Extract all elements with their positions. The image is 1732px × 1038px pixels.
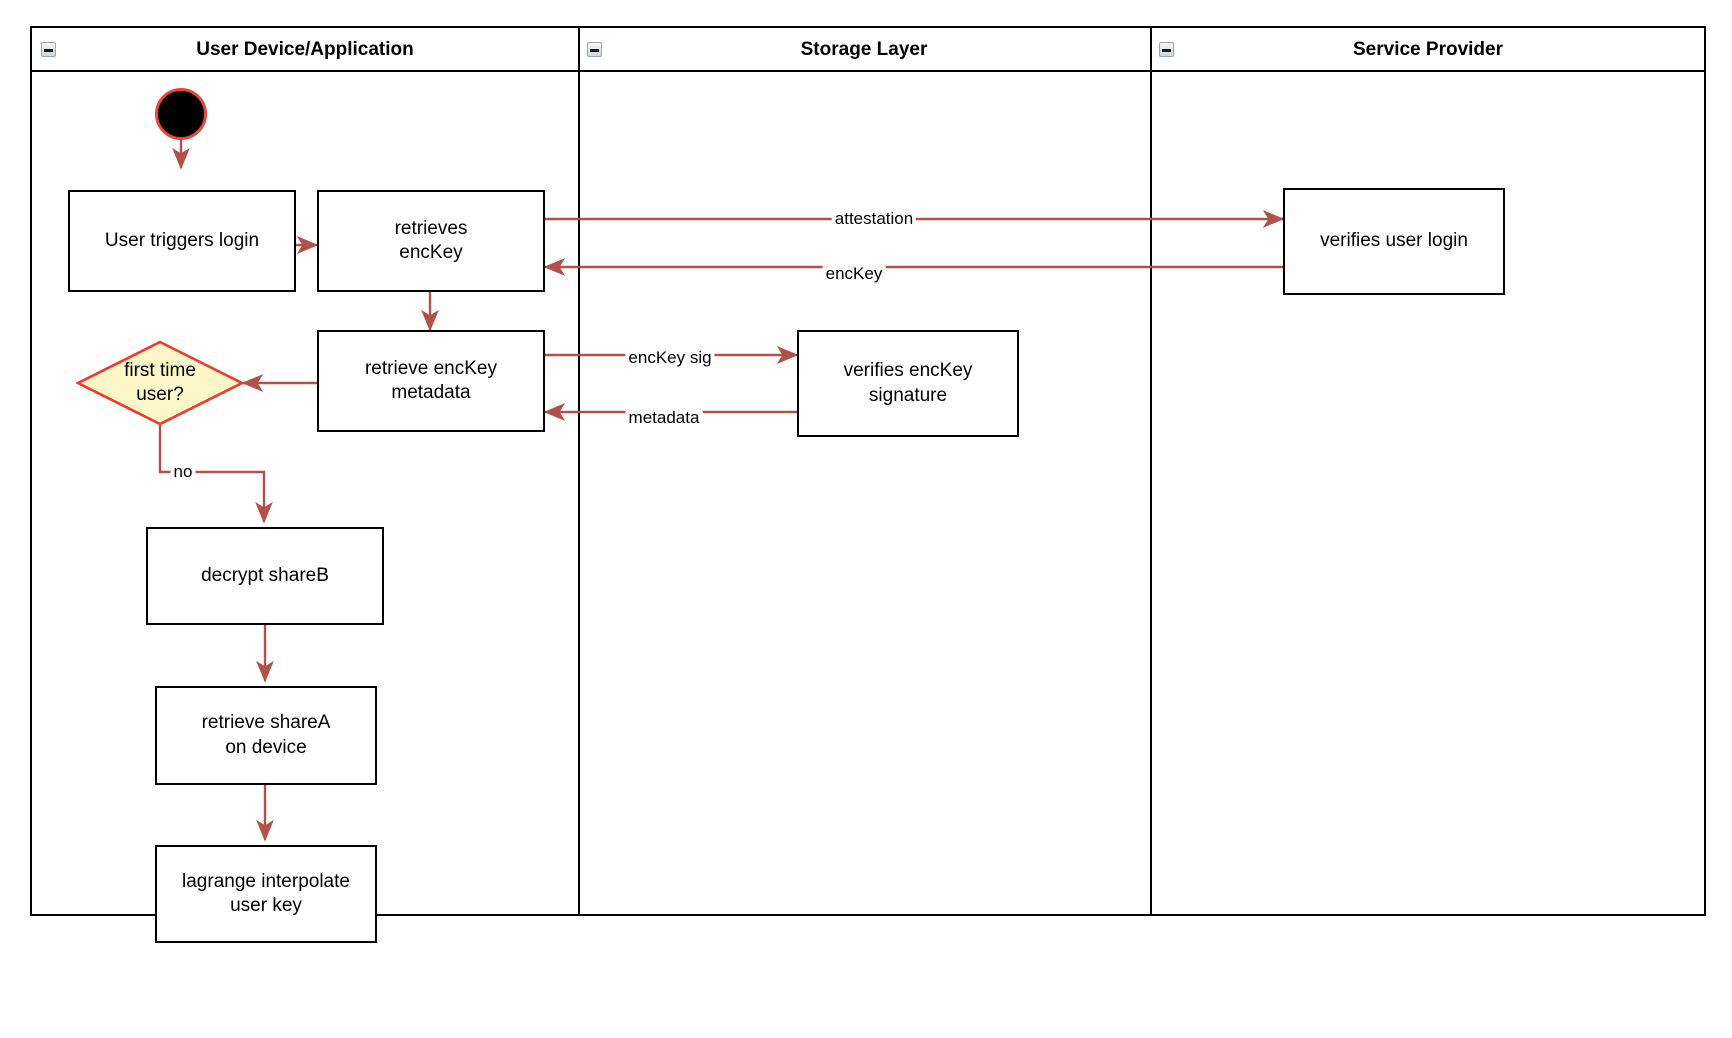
lane-header-row [32, 28, 1704, 72]
edge-label-attestation: attestation [831, 209, 917, 229]
node-first-time-user[interactable]: first time user? [76, 340, 244, 426]
node-retrieve-sharea-on-device[interactable]: retrieve shareA on device [155, 686, 377, 785]
start-node[interactable] [155, 88, 207, 140]
diamond-shape-icon [76, 340, 244, 426]
collapse-minus-icon-lane-user-device[interactable] [41, 42, 56, 57]
node-decrypt-shareb[interactable]: decrypt shareB [146, 527, 384, 625]
node-verifies-user-login[interactable]: verifies user login [1283, 188, 1505, 295]
lane-title-user-device: User Device/Application [196, 39, 414, 60]
edge-label-metadata: metadata [625, 408, 703, 428]
node-retrieve-enckey-metadata[interactable]: retrieve encKey metadata [317, 330, 545, 432]
node-lagrange-interpolate-user-key[interactable]: lagrange interpolate user key [155, 845, 377, 943]
node-retrieves-enckey[interactable]: retrieves encKey [317, 190, 545, 292]
node-first-time-user-label: first time user? [124, 359, 196, 405]
edge-label-enckey-sig: encKey sig [625, 348, 715, 368]
lane-title-storage-layer: Storage Layer [800, 39, 928, 60]
edge-label-no: no [170, 462, 196, 482]
edge-label-enckey: encKey [822, 264, 886, 284]
node-user-triggers-login[interactable]: User triggers login [68, 190, 296, 292]
collapse-minus-icon-lane-storage-layer[interactable] [587, 42, 602, 57]
lane-divider-1 [578, 28, 580, 914]
lane-divider-2 [1150, 28, 1152, 914]
node-verifies-enckey-signature[interactable]: verifies encKey signature [797, 330, 1019, 437]
lane-title-service-provider: Service Provider [1353, 39, 1503, 60]
collapse-minus-icon-lane-service-provider[interactable] [1159, 42, 1174, 57]
